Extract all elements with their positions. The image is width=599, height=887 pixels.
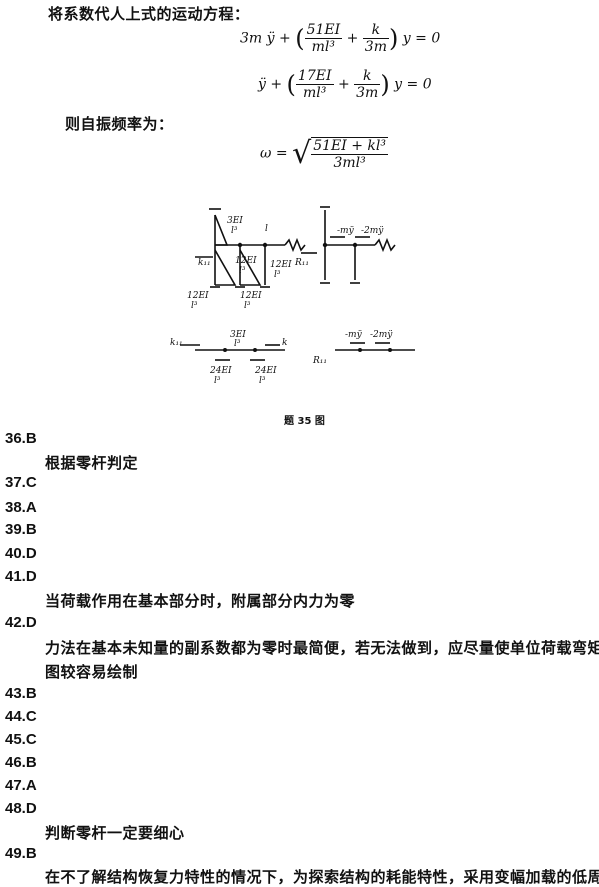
answer-37: 37.C	[5, 474, 37, 491]
answer-42-note-2: 图较容易绘制	[45, 663, 139, 681]
hinge-icon	[322, 242, 328, 248]
answer-38: 38.A	[5, 499, 37, 516]
omega-num: 51EI + kl³	[311, 137, 388, 155]
label-k: k	[282, 338, 287, 348]
answer-46: 46.B	[5, 754, 37, 771]
moment-diagram	[239, 249, 262, 286]
label-2my: -2mÿ	[370, 330, 393, 340]
moment-diagram	[214, 249, 237, 286]
label-3ei: 3EI	[227, 216, 243, 226]
label-12ei-den: l³	[274, 270, 281, 280]
eq1-frac2-den: 3m	[364, 39, 387, 55]
hinge-icon	[253, 348, 257, 352]
moment-diagram	[214, 214, 229, 246]
answer-40: 40.D	[5, 545, 37, 562]
label-12ei: 12EI	[270, 260, 292, 270]
label-24ei: 24EI	[209, 366, 232, 376]
answer-41-note: 当荷载作用在基本部分时，附属部分内力为零	[45, 592, 356, 610]
answer-43: 43.B	[5, 685, 37, 702]
paren-open: (	[286, 70, 296, 99]
freq-text: 则自振频率为：	[65, 115, 174, 133]
label-3ei: 3EI	[230, 330, 246, 340]
answer-41: 41.D	[5, 568, 37, 585]
omega-den: 3ml³	[333, 154, 366, 171]
hinge-icon	[388, 348, 392, 352]
answer-42-note: 力法在基本未知量的副系数都为零时最简便，若无法做到，应尽量使单位荷载弯矩	[45, 639, 599, 657]
hinge-icon	[358, 348, 362, 352]
label-my: -mÿ	[345, 330, 363, 340]
label-24ei: 24EI	[254, 366, 277, 376]
label-12ei: 12EI	[235, 256, 257, 266]
answer-36: 36.B	[5, 430, 37, 447]
sqrt-icon: √	[292, 136, 312, 171]
eq1-lead: 3m ÿ +	[240, 30, 291, 47]
answer-42: 42.D	[5, 614, 37, 631]
eq2-frac2-num: k	[354, 68, 381, 85]
label-12ei-den: l³	[191, 301, 198, 311]
paren-open: (	[295, 24, 305, 53]
answer-44: 44.C	[5, 708, 37, 725]
figure-caption: 题 35 图	[284, 416, 325, 427]
eq1-frac1-num: 51EI	[304, 22, 343, 39]
eq2-lead: ÿ +	[258, 76, 283, 93]
paren-close: )	[380, 70, 390, 99]
label-3ei-den: l³	[234, 339, 241, 349]
label-12ei: 12EI	[240, 291, 262, 301]
hinge-icon	[237, 242, 243, 248]
eq2-tail: y = 0	[394, 76, 432, 93]
eq1-frac2-num: k	[362, 22, 389, 39]
hinge-icon	[352, 242, 358, 248]
answer-49: 49.B	[5, 845, 37, 862]
spring-icon	[374, 237, 396, 253]
hinge-icon	[262, 242, 268, 248]
label-3ei-den: l³	[231, 226, 238, 236]
label-2my: -2mÿ	[361, 226, 384, 236]
eq2-frac2-den: 3m	[356, 85, 379, 101]
label-k11: k₁₁	[198, 258, 211, 268]
label-24ei-den: l³	[259, 376, 266, 386]
intro-text: 将系数代人上式的运动方程：	[48, 5, 250, 23]
omega-lead: ω =	[260, 145, 288, 162]
label-my: -mÿ	[337, 226, 355, 236]
figure-35: 3EI l³ l k₁₁ R₁₁ 12EI l³ 12EI l³ 12EI l³…	[170, 206, 415, 386]
label-l: l	[265, 224, 268, 234]
spring-icon	[284, 237, 306, 253]
label-24ei-den: l³	[214, 376, 221, 386]
answer-39: 39.B	[5, 521, 37, 538]
eq2-frac1-den: ml³	[303, 85, 327, 101]
eq1-tail: y = 0	[402, 30, 441, 47]
answer-48-note: 判断零杆一定要细心	[45, 824, 185, 842]
label-r11: R₁₁	[294, 258, 309, 268]
hinge-icon	[223, 348, 227, 352]
eq2-plus: +	[337, 76, 350, 93]
eq2-frac1-num: 17EI	[295, 68, 334, 85]
label-12ei-den: l³	[244, 301, 251, 311]
eq1-plus: +	[346, 30, 359, 47]
label-k11: k₁₁	[170, 338, 183, 348]
eq1-frac1-den: ml³	[311, 39, 336, 55]
paren-close: )	[388, 24, 399, 53]
answer-45: 45.C	[5, 731, 37, 748]
answer-36-note: 根据零杆判定	[45, 454, 139, 472]
answer-49-note: 在不了解结构恢复力特性的情况下，为探索结构的耗能特性，采用变幅加载的低周	[45, 868, 599, 886]
label-12ei-den: l³	[239, 266, 246, 276]
answer-47: 47.A	[5, 777, 37, 794]
answer-48: 48.D	[5, 800, 37, 817]
label-r11: R₁₁	[312, 356, 327, 366]
label-12ei: 12EI	[187, 291, 209, 301]
